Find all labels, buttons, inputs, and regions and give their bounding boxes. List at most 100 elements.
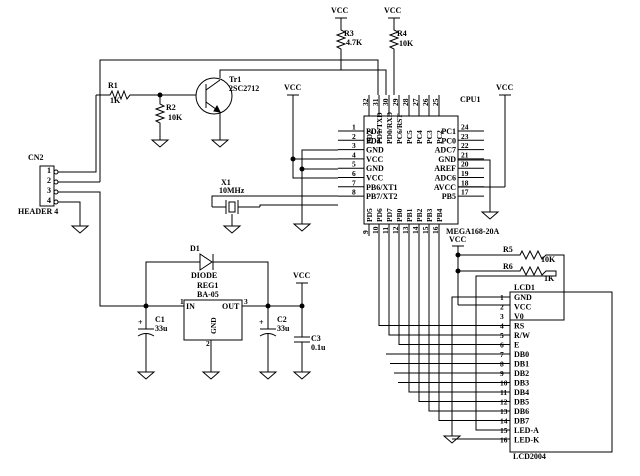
cpu-pin-name-GND: GND	[366, 164, 384, 173]
cpu-pin-num-2: 2	[352, 132, 356, 141]
bus-wire-lcd-pin-5	[388, 236, 510, 336]
lcd-pin-name-VCC: VCC	[514, 303, 532, 312]
cpu-pin-name-VCC: VCC	[366, 174, 384, 183]
lcd-pin-name-GND: GND	[514, 293, 532, 302]
lcd-pin-name-DB5: DB5	[514, 398, 529, 407]
cpu-pin-num-28: 28	[401, 98, 410, 106]
lcd-pin-num-1: 1	[500, 293, 504, 302]
r4-value: 10K	[399, 39, 414, 48]
cpu-pin-num-8: 8	[352, 188, 356, 197]
lcd-pin-name-DB0: DB0	[514, 350, 529, 359]
reg1-ref: REG1	[197, 281, 218, 290]
lcd-pin-num-3: 3	[500, 312, 504, 321]
wire-xt1	[211, 195, 338, 207]
vcc-label: VCC	[449, 235, 467, 244]
capacitor-c2: + C2 33u	[258, 306, 290, 380]
resistor-r2: R2 10K	[150, 95, 183, 148]
lcd-pin-name-LED-K: LED-K	[514, 436, 540, 445]
cpu-pin-num-25: 25	[431, 98, 440, 106]
r6-value: 1K	[544, 274, 555, 283]
vcc-label: VCC	[384, 6, 402, 15]
cpu-pin-name-PC6/RST: PC6/RST	[395, 114, 404, 144]
c1-ref: C1	[155, 315, 165, 324]
lcd-part: LCD2004	[513, 452, 546, 461]
cpu-pin-name-PC1: PC1	[441, 127, 456, 136]
cpu-pin-num-9: 9	[361, 230, 370, 234]
reg1-n3: 3	[244, 297, 248, 306]
lcd-pin-name-DB6: DB6	[514, 407, 529, 416]
cn2-ref: CN2	[28, 153, 44, 162]
cpu-pin-name-PB1: PB1	[405, 208, 414, 222]
cpu-pin-name-PC3: PC3	[425, 130, 434, 144]
lcd-pin-num-2: 2	[500, 303, 504, 312]
vcc-symbol-cpu-left: VCC	[284, 83, 302, 108]
resistor-r1: R1 1K	[96, 81, 196, 105]
lcd-pin-name-R/W: R/W	[514, 331, 530, 340]
cpu-pin-name-PC0: PC0	[441, 136, 456, 145]
cn2-pin-2: 2	[47, 176, 51, 185]
cpu-pin-name-PB6/XT1: PB6/XT1	[366, 183, 398, 192]
reg1-pin-gnd: GND	[209, 317, 218, 334]
tr1-ref: Tr1	[229, 75, 241, 84]
cpu-pin-name-PD2: PD2	[365, 130, 374, 144]
r3-value: 4.7K	[346, 38, 363, 47]
lcd-pin-name-E: E	[514, 341, 519, 350]
cpu-pin-name-GND: GND	[438, 155, 456, 164]
vcc-symbol-r3: VCC	[331, 6, 349, 26]
ground-tr1	[210, 139, 230, 148]
cpu-pin-name-PB0: PB0	[395, 208, 404, 222]
cpu-ref: CPU1	[460, 95, 480, 104]
diode-d1: D1 DIODE	[145, 244, 269, 306]
cpu-pin-num-4: 4	[352, 150, 356, 159]
cpu-pin-num-1: 1	[352, 123, 356, 132]
r3-ref: R3	[344, 29, 354, 38]
resistor-r4: R4 10K	[388, 26, 414, 95]
d1-part: DIODE	[191, 271, 217, 280]
cpu-pin-name-AVCC: AVCC	[434, 183, 456, 192]
wire-cn2-pin1-r1	[58, 95, 97, 173]
cpu-pin-name-AREF: AREF	[434, 164, 456, 173]
reg1-n2: 2	[206, 339, 210, 348]
resistor-r5: R5 10K	[458, 245, 565, 321]
cpu-pin-num-24: 24	[461, 123, 469, 132]
r2-ref: R2	[166, 103, 176, 112]
regulator-reg1: REG1 BA-05 IN OUT 1 3 2 GND	[180, 281, 248, 348]
capacitor-c1: + C1 33u	[136, 306, 168, 380]
cpu-pin-name-PB7/XT2: PB7/XT2	[366, 192, 398, 201]
cpu-pin-name-PD3: PD3	[366, 127, 381, 136]
cpu-pin-num-14: 14	[411, 226, 420, 234]
lcd-ref: LCD1	[514, 283, 535, 292]
resistor-r6: R6 1K	[458, 262, 557, 431]
c3-ref: C3	[311, 334, 321, 343]
cn2-pin-1: 1	[47, 166, 51, 175]
cpu-pin-name-PD4: PD4	[366, 136, 381, 145]
cpu-pin-name-PD0/RXD: PD0/RXD	[385, 111, 394, 144]
data-bus-wires	[378, 236, 510, 421]
vcc-symbol-cpu-right: VCC	[496, 83, 514, 187]
cpu-pin-name-PC5: PC5	[405, 130, 414, 144]
cpu-part: MEGA168-20A	[446, 227, 500, 236]
wire-gnd-pin3-pin5	[301, 149, 338, 224]
cpu-pin-num-31: 31	[371, 98, 380, 106]
ground-lcd	[442, 435, 462, 444]
cpu-pin-name-PD1/TXD: PD1/TXD	[375, 112, 384, 144]
x1-freq: 10MHz	[219, 186, 245, 195]
lcd-pin-name-V0: V0	[514, 312, 524, 321]
ground-cpu-right	[480, 211, 500, 220]
cpu-pin-num-10: 10	[371, 226, 380, 234]
cpu-pin-num-5: 5	[352, 160, 356, 169]
cpu-pin-name-PC4: PC4	[415, 130, 424, 144]
cpu-pin-name-ADC7: ADC7	[435, 146, 456, 155]
tr1-part: 2SC2712	[229, 84, 259, 93]
c2-value: 33u	[277, 324, 290, 333]
lcd-pin-name-DB7: DB7	[514, 417, 529, 426]
cpu-pin-num-19: 19	[461, 169, 469, 178]
vcc-symbol-r4: VCC	[384, 6, 402, 26]
d1-ref: D1	[190, 244, 200, 253]
vcc-label: VCC	[284, 83, 302, 92]
r5-ref: R5	[503, 245, 513, 254]
